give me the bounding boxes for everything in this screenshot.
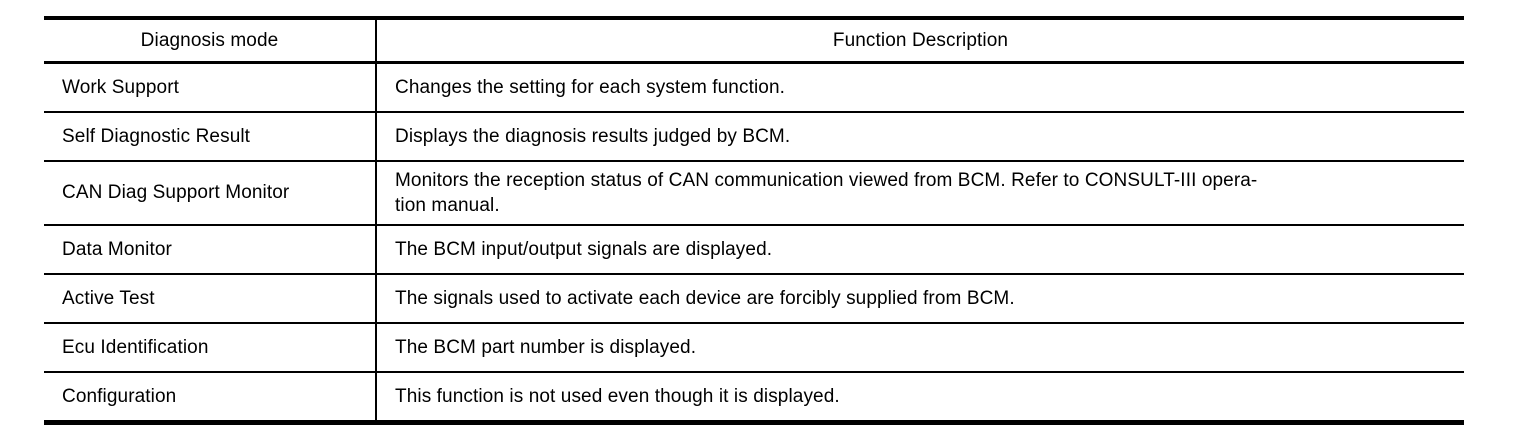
cell-function-description: The BCM part number is displayed.: [376, 323, 1464, 373]
function-description-text: The BCM input/output signals are display…: [395, 238, 773, 260]
header-cell-diagnosis-mode: Diagnosis mode: [44, 16, 377, 64]
function-description-text: Monitors the reception status of CAN com…: [395, 169, 1258, 216]
diagnosis-mode-label: Work Support: [62, 76, 180, 98]
function-description-text: The signals used to activate each device…: [395, 287, 1015, 309]
header-label-function-description: Function Description: [832, 29, 1009, 51]
function-description-text: This function is not used even though it…: [395, 385, 840, 407]
function-description-text: Displays the diagnosis results judged by…: [395, 125, 791, 147]
cell-function-description: The signals used to activate each device…: [376, 274, 1464, 324]
cell-diagnosis-mode: Work Support: [44, 62, 377, 113]
cell-function-description: Displays the diagnosis results judged by…: [376, 112, 1464, 162]
table-body: Diagnosis mode Function Description Work…: [44, 16, 1464, 425]
diagnosis-mode-label: CAN Diag Support Monitor: [62, 182, 290, 204]
page-canvas: Diagnosis mode Function Description Work…: [44, 16, 1464, 425]
function-description-text: The BCM part number is displayed.: [395, 336, 697, 358]
diagnosis-mode-label: Active Test: [62, 287, 155, 309]
diagnosis-mode-label: Configuration: [62, 385, 177, 407]
header-label-diagnosis-mode: Diagnosis mode: [140, 29, 279, 51]
table-row: Self Diagnostic Result Displays the diag…: [44, 112, 1464, 162]
diagnosis-mode-table: Diagnosis mode Function Description Work…: [44, 16, 1464, 425]
cell-function-description: This function is not used even though it…: [376, 372, 1464, 425]
table-header-row: Diagnosis mode Function Description: [44, 16, 1464, 64]
cell-diagnosis-mode: Configuration: [44, 372, 377, 425]
cell-function-description: Monitors the reception status of CAN com…: [376, 161, 1464, 226]
header-cell-function-description: Function Description: [376, 16, 1464, 64]
table-row: Ecu Identification The BCM part number i…: [44, 323, 1464, 373]
cell-diagnosis-mode: CAN Diag Support Monitor: [44, 161, 377, 226]
table-row: Active Test The signals used to activate…: [44, 274, 1464, 324]
cell-diagnosis-mode: Ecu Identification: [44, 323, 377, 373]
table-row: Work Support Changes the setting for eac…: [44, 62, 1464, 113]
cell-diagnosis-mode: Active Test: [44, 274, 377, 324]
table-row: Configuration This function is not used …: [44, 372, 1464, 425]
diagnosis-mode-label: Self Diagnostic Result: [62, 125, 251, 147]
table-row: CAN Diag Support Monitor Monitors the re…: [44, 161, 1464, 226]
table-row: Data Monitor The BCM input/output signal…: [44, 225, 1464, 275]
cell-diagnosis-mode: Self Diagnostic Result: [44, 112, 377, 162]
diagnosis-mode-label: Ecu Identification: [62, 336, 209, 358]
cell-diagnosis-mode: Data Monitor: [44, 225, 377, 275]
cell-function-description: Changes the setting for each system func…: [376, 62, 1464, 113]
cell-function-description: The BCM input/output signals are display…: [376, 225, 1464, 275]
diagnosis-mode-label: Data Monitor: [62, 238, 172, 260]
function-description-text: Changes the setting for each system func…: [395, 76, 785, 98]
